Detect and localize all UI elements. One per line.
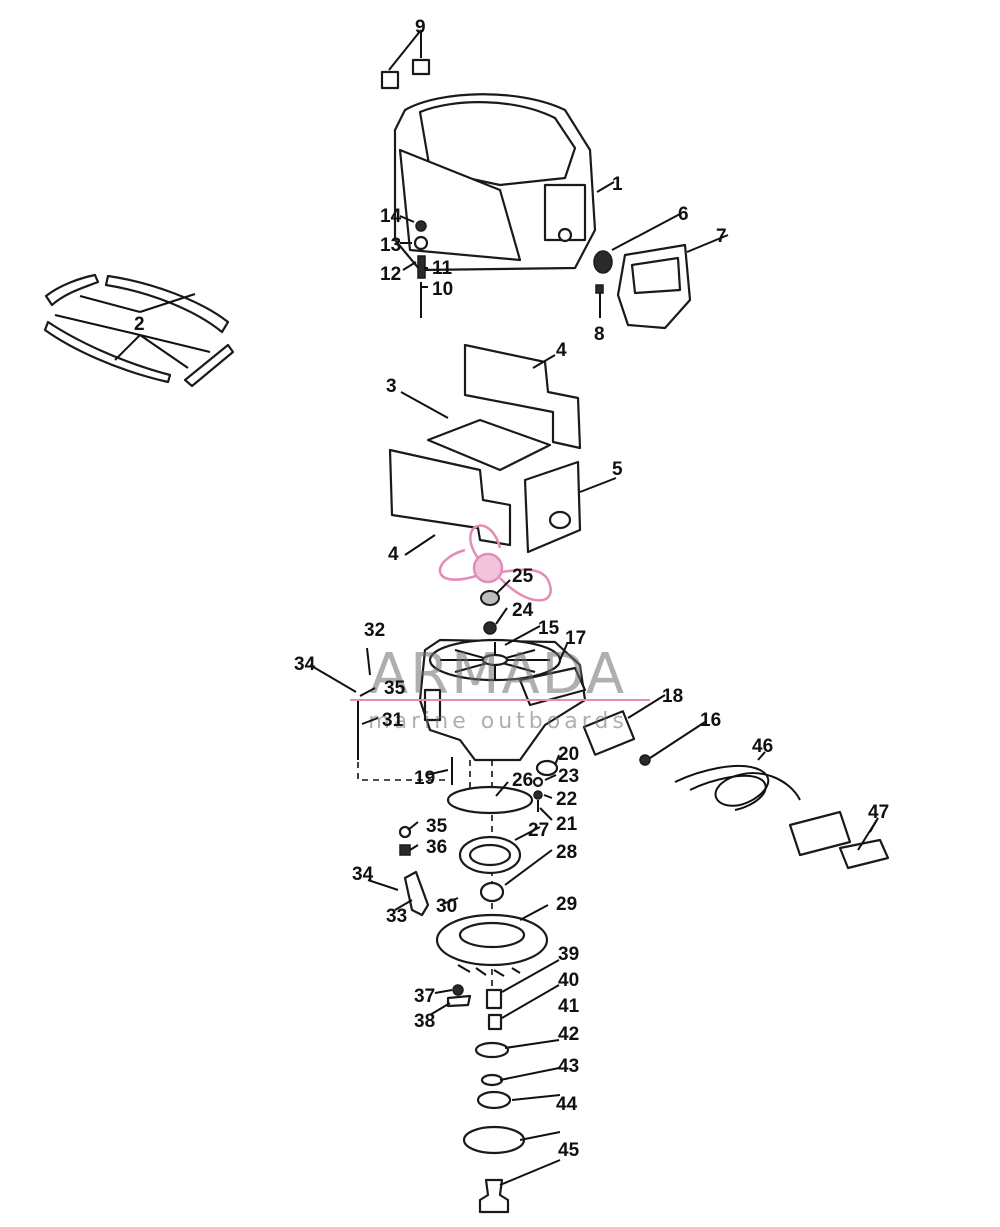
callout-label: 1	[612, 174, 623, 195]
leader-lines	[54, 29, 879, 1186]
callout-label: 34	[294, 654, 316, 675]
callout-label: 27	[528, 820, 549, 841]
starter-pulley	[435, 913, 549, 977]
callout-label: 4	[556, 340, 567, 361]
callout-labels: 1 2 3 4 4 5 6 7 8 9 10 11 12 13 14 15 16…	[134, 17, 889, 1161]
callout-label: 36	[426, 837, 447, 858]
cover-seal-strips	[43, 273, 235, 388]
cover-latch-parts	[593, 243, 692, 330]
watermark-tagline: marine outboards	[368, 709, 628, 734]
recoil-spring-assembly	[446, 785, 534, 903]
hub-stack	[462, 988, 526, 1155]
callout-label: 26	[512, 770, 533, 791]
callout-label: 39	[558, 944, 579, 965]
small-hardware	[480, 590, 559, 812]
callout-label: 43	[558, 1056, 579, 1077]
callout-label: 23	[558, 766, 579, 787]
callout-label: 25	[512, 566, 534, 587]
callout-label: 38	[414, 1011, 435, 1032]
callout-label: 16	[700, 710, 721, 731]
callout-label: 22	[556, 789, 577, 810]
callout-label: 15	[538, 618, 560, 639]
callout-label: 31	[382, 710, 404, 731]
callout-label: 9	[415, 17, 426, 38]
callout-label: 20	[558, 744, 579, 765]
callout-label: 35	[384, 678, 406, 699]
acoustic-pads	[388, 343, 582, 554]
starter-rope-and-handle	[639, 754, 890, 870]
propeller-logo-icon	[438, 524, 552, 602]
callout-label: 7	[716, 226, 727, 247]
callout-label: 45	[558, 1140, 580, 1161]
callout-label: 6	[678, 204, 689, 225]
callout-label: 17	[565, 628, 586, 649]
callout-label: 14	[380, 206, 402, 227]
callout-label: 24	[512, 600, 534, 621]
cover-clip-caps	[380, 58, 431, 90]
callout-label: 18	[662, 686, 683, 707]
callout-label: 28	[556, 842, 577, 863]
watermark-brand: ARMADA	[370, 642, 626, 707]
gasket	[582, 710, 636, 756]
callout-label: 21	[556, 814, 578, 835]
callout-label: 5	[612, 459, 623, 480]
callout-label: 11	[432, 258, 453, 279]
callout-label: 37	[414, 986, 435, 1007]
callout-label: 29	[556, 894, 577, 915]
callout-label: 12	[380, 264, 401, 285]
callout-label: 3	[386, 376, 397, 397]
callout-label: 44	[556, 1094, 578, 1115]
callout-label: 30	[436, 896, 457, 917]
callout-label: 4	[388, 544, 399, 565]
callout-label: 33	[386, 906, 407, 927]
callout-label: 47	[868, 802, 889, 823]
watermark: ARMADA marine outboards	[350, 524, 650, 734]
callout-label: 2	[134, 314, 145, 335]
engine-cover	[393, 93, 597, 272]
callout-label: 46	[752, 736, 773, 757]
callout-label: 40	[558, 970, 579, 991]
callout-label: 42	[558, 1024, 579, 1045]
pawl-assembly	[398, 825, 472, 1008]
callout-label: 8	[594, 324, 605, 345]
callout-label: 19	[414, 768, 435, 789]
callout-label: 32	[364, 620, 385, 641]
callout-label: 10	[432, 279, 453, 300]
callout-label: 34	[352, 864, 374, 885]
callout-label: 41	[558, 996, 580, 1017]
callout-label: 35	[426, 816, 448, 837]
callout-label: 13	[380, 235, 401, 256]
